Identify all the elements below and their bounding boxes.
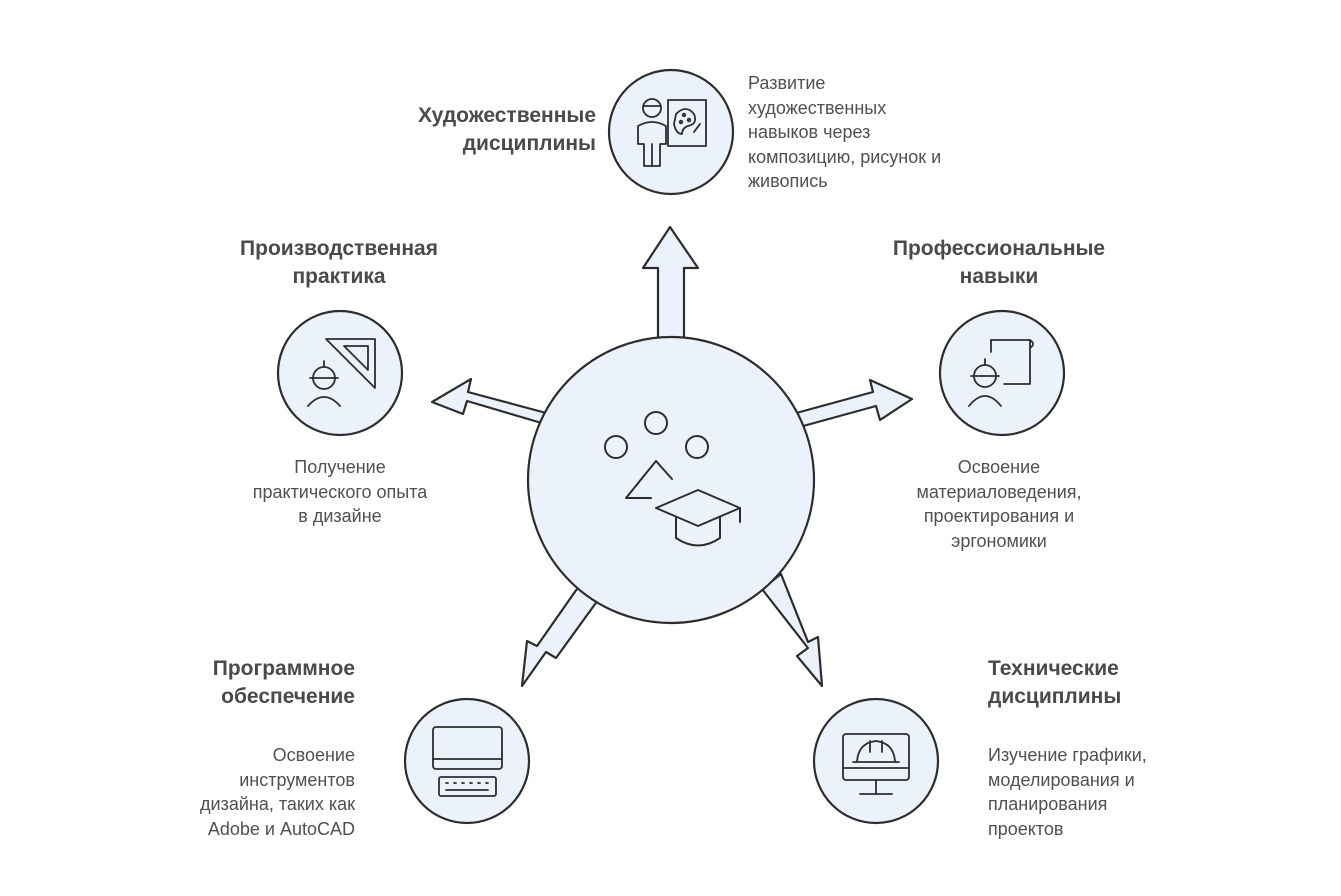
professional-description: Освоение материаловедения, проектировани… xyxy=(916,457,1082,551)
practice-title: Производственная практика xyxy=(240,237,438,288)
node-professional xyxy=(938,309,1066,437)
node-software-circle xyxy=(403,697,531,825)
engineer-blueprint-icon xyxy=(968,339,1034,407)
software-title: Программное обеспечение xyxy=(212,657,355,708)
arrow-up xyxy=(641,225,700,347)
software-description: Освоение инструментов дизайна, таких как… xyxy=(200,745,355,839)
technical-title: Технические дисциплины xyxy=(988,657,1122,708)
central-hub xyxy=(526,335,816,625)
artist-palette-icon xyxy=(637,98,707,167)
professional-title: Профессиональные навыки xyxy=(892,237,1106,288)
art-title: Художественные дисциплины xyxy=(417,104,596,155)
student-cap-icon xyxy=(604,411,741,547)
node-software xyxy=(403,697,531,825)
node-practice-circle xyxy=(276,309,404,437)
arrow-left xyxy=(430,377,552,426)
practice-description: Получение практического опыта в дизайне xyxy=(252,457,428,526)
arrow-down-left xyxy=(520,584,600,688)
computer-keyboard-icon xyxy=(432,726,503,797)
technical-description: Изучение графики, моделирования и планир… xyxy=(988,745,1147,839)
node-technical-circle xyxy=(812,697,940,825)
arrows-group xyxy=(430,225,914,688)
arrow-up-right xyxy=(787,378,914,430)
node-professional-circle xyxy=(938,309,1066,437)
node-art xyxy=(607,68,735,196)
arrow-down-right xyxy=(760,572,824,688)
art-description: Развитие художественных навыков через ко… xyxy=(748,73,942,191)
node-practice xyxy=(276,309,404,437)
node-technical xyxy=(812,697,940,825)
engineer-set-square-icon xyxy=(307,338,376,407)
node-art-circle xyxy=(607,68,735,196)
monitor-helmet-icon xyxy=(842,733,910,795)
hub-circle xyxy=(526,335,816,625)
